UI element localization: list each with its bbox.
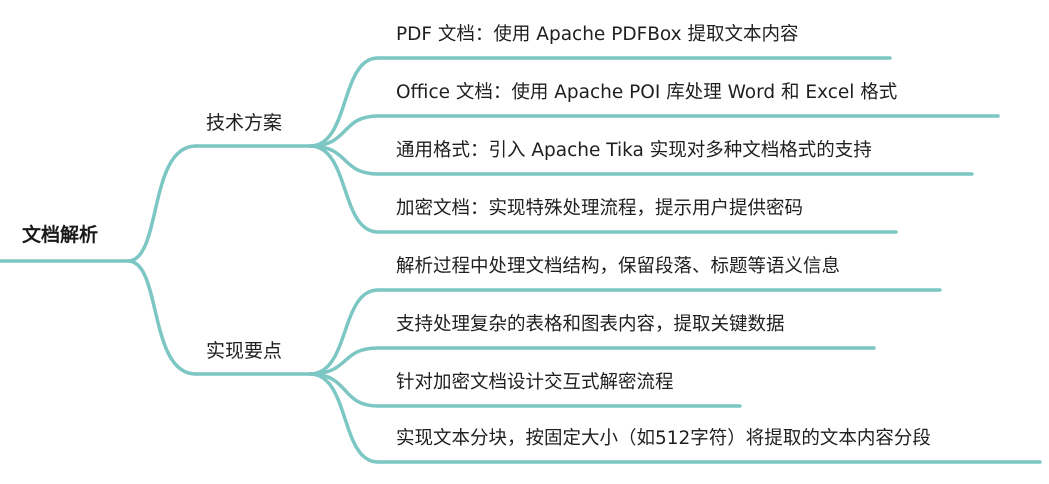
leaf-node-tables-charts[interactable]: 支持处理复杂的表格和图表内容，提取关键数据 [396, 314, 785, 335]
leaf-node-structure[interactable]: 解析过程中处理文档结构，保留段落、标题等语义信息 [396, 256, 841, 277]
leaf-node-generic-format[interactable]: 通用格式：引入 Apache Tika 实现对多种文档格式的支持 [396, 140, 872, 161]
connector-branch-2-leaf-2 [308, 346, 380, 376]
root-node[interactable]: 文档解析 [22, 224, 99, 246]
connector-root-branch-1 [126, 144, 198, 263]
leaf-node-decrypt-flow[interactable]: 针对加密文档设计交互式解密流程 [396, 372, 674, 393]
connector-branch-2-leaf-1 [308, 288, 380, 376]
leaf-node-encrypted-doc[interactable]: 加密文档：实现特殊处理流程，提示用户提供密码 [396, 198, 804, 219]
connector-branch-2-leaf-3 [308, 372, 380, 408]
connector-branch-1-leaf-4 [308, 144, 380, 234]
connector-branch-2-leaf-4 [308, 372, 380, 464]
leaf-node-office[interactable]: Office 文档：使用 Apache POI 库处理 Word 和 Excel… [396, 82, 898, 103]
branch-node-tech-solution[interactable]: 技术方案 [206, 112, 283, 134]
leaf-node-pdf[interactable]: PDF 文档：使用 Apache PDFBox 提取文本内容 [396, 24, 799, 45]
leaf-node-chunking[interactable]: 实现文本分块，按固定大小（如512字符）将提取的文本内容分段 [396, 428, 931, 449]
connector-branch-1-leaf-2 [308, 114, 380, 148]
connector-branch-1-leaf-1 [308, 56, 380, 148]
connector-root-branch-2 [126, 259, 198, 376]
branch-node-key-points[interactable]: 实现要点 [206, 340, 283, 362]
